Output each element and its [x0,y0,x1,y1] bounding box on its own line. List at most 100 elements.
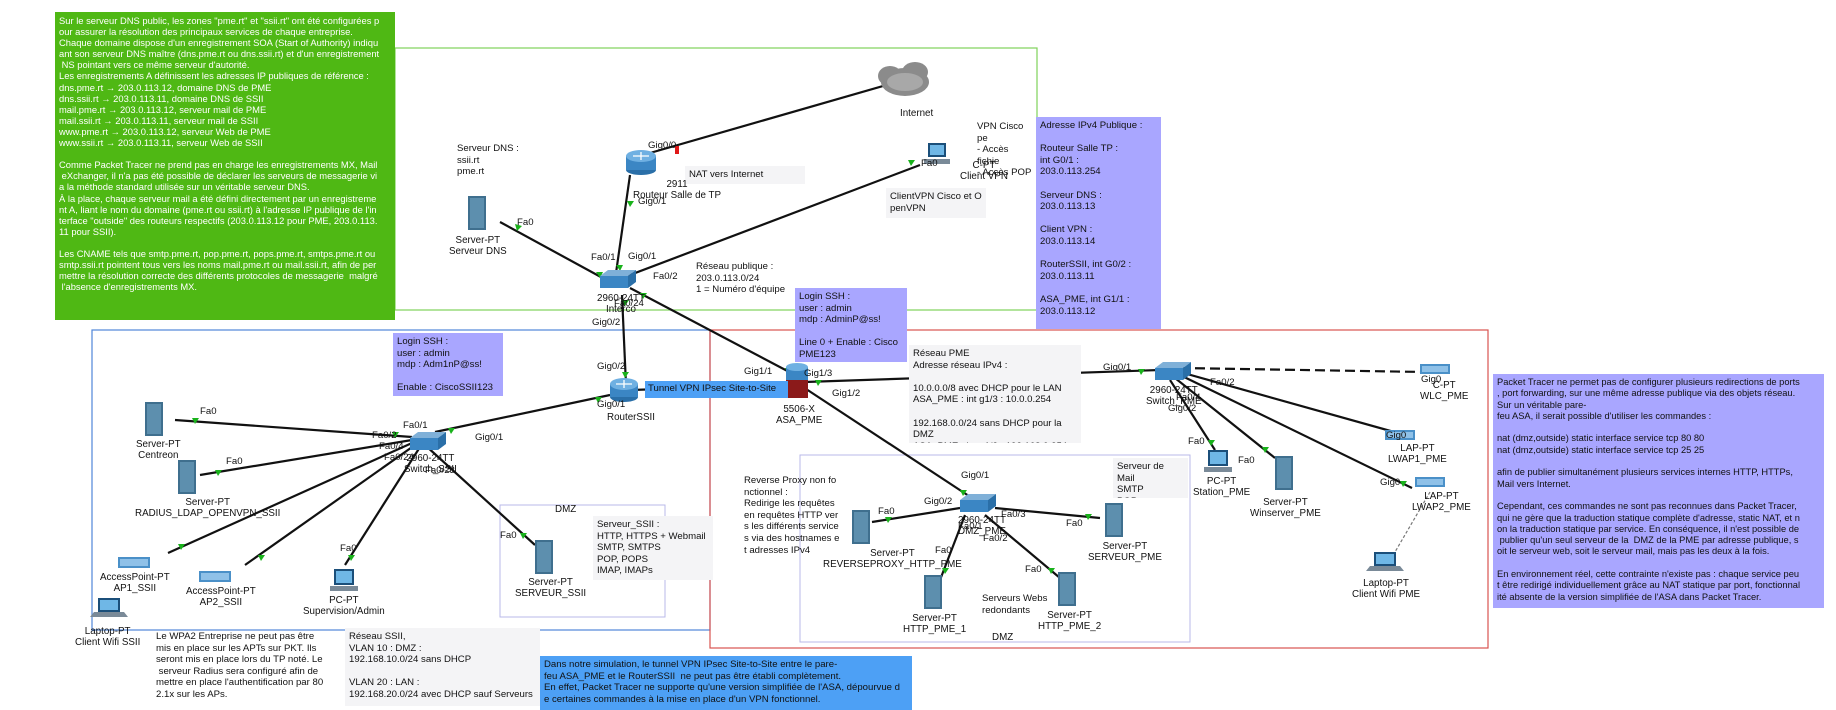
firewall-icon[interactable] [786,363,808,398]
wlc-icon[interactable] [1420,364,1450,374]
access-point-icon[interactable] [1385,430,1415,440]
port-label: Gig0 [1380,477,1401,488]
port-label: Fa0/4 [379,441,404,452]
link-interco-asa [629,287,796,376]
pc-icon[interactable] [924,143,950,164]
cloud-icon[interactable] [878,62,929,96]
port-label: Fa0/23 [425,465,455,476]
port-label: Fa0 [1025,564,1042,575]
link-dns-interco [499,221,611,283]
vpn-limitation-note: Dans notre simulation, le tunnel VPN IPs… [540,656,912,710]
http1-label: Server-PT HTTP_PME_1 [903,613,967,635]
link-routerssii-switch [434,393,611,434]
port-label: Fa0/2 [372,430,397,441]
down-marker [675,146,679,154]
port-label: Gig0 [1421,374,1442,385]
switch-icon[interactable] [960,494,996,512]
public-ip-note: Adresse IPv4 Publique : Routeur Salle TP… [1036,117,1161,329]
laptop-icon[interactable] [1366,552,1404,571]
port-label: Fa0/2 [983,533,1008,544]
link-swpme-lap1 [1179,370,1413,439]
laptop-pme-label: Laptop-PT Client Wifi PME [1352,578,1421,600]
ssh-ssii-note: Login SSH : user : admin mdp : Adm1nP@ss… [393,333,503,396]
router-icon[interactable] [610,378,638,402]
port-label: Fa0 [1188,436,1205,447]
ssii-network-note: Réseau SSII, VLAN 10 : DMZ : 192.168.10.… [345,628,540,706]
access-point-icon[interactable] [1415,477,1445,487]
server-icon[interactable] [1105,503,1123,537]
up-marker [640,293,647,299]
link-switch-radius [199,438,413,477]
centreon-label: Server-PT Centreon [136,439,181,461]
wpa2-note: Le WPA2 Entreprise ne peut pas être mis … [156,631,324,700]
link-swpme-lap2 [1179,374,1413,489]
ap1-label: AccessPoint-PT AP1_SSII [100,572,170,594]
up-marker [520,533,527,539]
reverse-proxy-label: Server-PT REVERSEPROXY_HTTP_PME [823,548,962,570]
dmz-ssii-label: DMZ [555,504,577,515]
port-label: Fa0 [517,217,534,228]
port-label: Gig0/1 [1103,362,1132,373]
server-icon[interactable] [1058,572,1076,606]
server-icon[interactable] [178,460,196,494]
port-label: Gig0 [1386,430,1407,441]
winserver-label: Server-PT Winserver_PME [1250,497,1321,519]
port-label: Gig0/1 [475,432,504,443]
port-label: Fa0 [935,545,952,556]
link-dmz-mail [994,506,1101,520]
switch-dmz-pme-label: 2960-24TT DMZ_PME [958,515,1006,537]
server-icon[interactable] [1275,456,1293,490]
switch-icon[interactable] [1155,362,1191,380]
port-label: Gig0/0 [648,140,677,151]
port-label: Fa0/24 [614,298,644,309]
laptop-ssii-label: Laptop-PT Client Wifi SSII [75,626,141,648]
link-switch-ap2 [244,444,416,566]
access-point-icon[interactable] [199,571,231,582]
port-label: Fa0/1 [958,521,983,532]
port-label: Gig0/2 [597,361,626,372]
vpn-cisco-note: VPN Cisco pe - Accès fichie - Accès POP … [977,121,1032,180]
up-marker [1208,440,1215,446]
up-marker [258,555,265,561]
port-label: Fa0/24 [384,452,414,463]
switch-interco-label: 2960-24TT Interco [597,293,645,315]
link-swpme-pc [1169,379,1216,451]
up-marker [178,544,185,550]
up-marker [1085,514,1092,520]
up-marker [348,555,355,561]
dns-server-note: Serveur DNS : ssii.rt pme.rt [457,143,519,178]
server-icon[interactable] [924,575,942,609]
server-icon[interactable] [468,196,486,230]
web-servers-note: Serveurs Webs redondants [982,593,1048,616]
switch-icon[interactable] [410,432,446,450]
laptop-icon[interactable] [90,598,128,617]
link-router-interco [613,174,632,281]
up-marker [1262,447,1269,453]
port-label: Fa0/1 [403,420,428,431]
link-router-internet [642,78,905,157]
pc-icon[interactable] [1204,450,1232,472]
server-dns-label: Server-PT Serveur DNS [449,235,507,257]
http2-label: Server-PT HTTP_PME_2 [1038,610,1102,632]
link-swpme-winserver [1174,377,1276,459]
router-icon[interactable] [626,150,656,175]
access-point-icon[interactable] [118,557,150,568]
pc-pme-label: PC-PT Station_PME [1193,476,1251,498]
port-label: Fa0/3 [1001,509,1026,520]
up-marker [392,432,399,438]
up-marker [515,224,522,231]
lap1-label: LAP-PT LWAP1_PME [1388,443,1447,465]
switch-icon[interactable] [600,270,636,288]
up-marker [960,490,967,496]
pme-network-note: Réseau PME Adresse réseau IPv4 : 10.0.0.… [909,345,1081,443]
pc-icon[interactable] [330,569,358,591]
link-switch-centreon [174,418,413,439]
server-icon[interactable] [145,402,163,436]
up-marker [1400,481,1407,487]
server-icon[interactable] [535,540,553,574]
server-icon[interactable] [852,510,870,544]
link-dmz-http2 [984,514,1061,579]
up-marker [616,265,623,271]
